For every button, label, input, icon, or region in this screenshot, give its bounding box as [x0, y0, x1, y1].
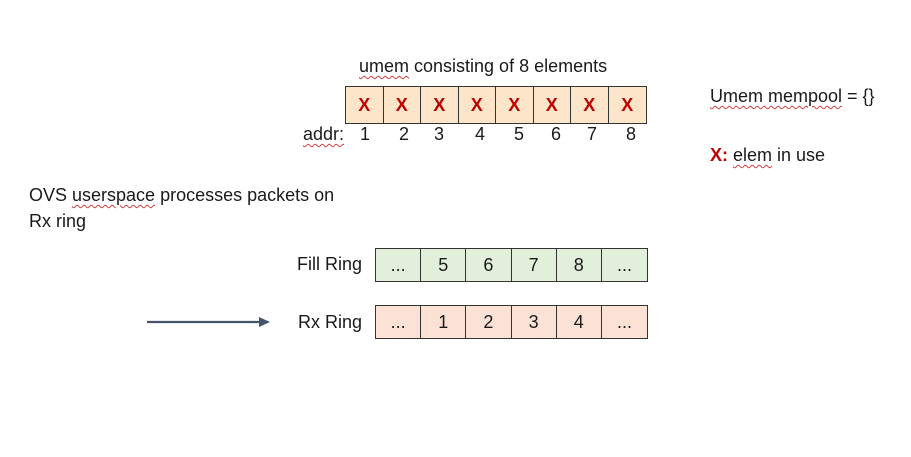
rx-ring-label: Rx Ring	[297, 312, 362, 332]
arrow-to-rx-ring-icon	[147, 317, 270, 327]
addr-label-text: addr:	[303, 124, 345, 144]
rx-ring-cell: ...	[376, 306, 422, 338]
fill-ring: ... 5 6 7 8 ...	[375, 248, 648, 282]
addr-number: 4	[474, 124, 485, 144]
rx-ring-cell: 4	[557, 306, 602, 338]
umem-cell: X	[534, 87, 571, 123]
rx-ring-cell: 3	[512, 306, 557, 338]
rx-ring: ... 1 2 3 4 ...	[375, 305, 648, 339]
legend-word: elem	[733, 145, 773, 165]
umem-cell: X	[421, 87, 459, 123]
umem-title-rest: consisting of 8 elements	[409, 56, 608, 76]
note-part: OVS	[29, 185, 73, 205]
rx-ring-cell: 1	[421, 306, 467, 338]
umem-mempool-text: Umem mempool = {}	[710, 84, 890, 108]
fill-ring-cell: 8	[557, 249, 602, 281]
addr-number: 6	[550, 124, 561, 144]
umem-cell: X	[496, 87, 534, 123]
umem-title: umem consisting of 8 elements	[359, 56, 607, 77]
addr-number: 7	[586, 124, 597, 144]
rx-ring-cell: 2	[466, 306, 512, 338]
umem-cell: X	[459, 87, 496, 123]
umem-cell: X	[346, 87, 384, 123]
fill-ring-label: Fill Ring	[296, 254, 362, 274]
mempool-word: Umem mempool	[710, 86, 843, 106]
addr-number: 8	[625, 124, 636, 144]
legend: X: elem in use	[710, 145, 825, 166]
addr-label: addr:	[303, 124, 344, 145]
note-word: userspace	[72, 185, 156, 205]
umem-cell: X	[384, 87, 421, 123]
addr-number: 2	[398, 124, 409, 144]
fill-ring-cell: ...	[616, 254, 632, 275]
ovs-note: OVS userspace processes packets on Rx ri…	[29, 182, 349, 234]
fill-ring-cell: 7	[512, 249, 557, 281]
note-part: processes packets on Rx ring	[29, 185, 335, 231]
umem-element-row: X X X X X X X X	[345, 86, 647, 124]
rx-ring-cell: ...	[616, 311, 632, 332]
addr-number: 3	[433, 124, 444, 144]
mempool-value: = {}	[842, 86, 875, 106]
umem-title-word: umem	[359, 56, 410, 76]
umem-cell: X	[621, 94, 634, 115]
fill-ring-cell: 5	[421, 249, 467, 281]
umem-cell: X	[571, 87, 609, 123]
fill-ring-cell: ...	[376, 249, 422, 281]
fill-ring-cell: 6	[466, 249, 512, 281]
addr-number: 1	[359, 124, 370, 144]
addr-number: 5	[513, 124, 524, 144]
legend-marker: X:	[710, 145, 728, 165]
legend-rest: in use	[772, 145, 826, 165]
